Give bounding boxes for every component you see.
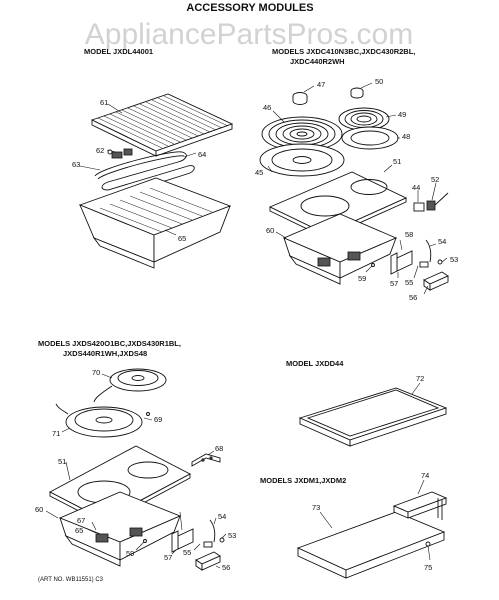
art-number: (ART NO. WB11551) C3 [38, 577, 104, 583]
callout-70: 70 [92, 368, 100, 377]
callout-56-solid: 56 [222, 563, 230, 572]
callout-65: 65 [178, 234, 186, 243]
callout-69: 69 [154, 415, 162, 424]
callout-48: 48 [402, 132, 410, 141]
callout-46: 46 [263, 103, 271, 112]
large-coil-element [261, 116, 343, 152]
griddle-plate [298, 387, 448, 447]
small-drip-pan [341, 126, 399, 150]
callout-60: 60 [266, 226, 274, 235]
callout-63: 63 [72, 160, 80, 169]
solid-caption-line-2: JXDS440R1WH,JXDS48 [63, 349, 147, 358]
callout-59: 59 [358, 274, 366, 283]
callout-55-solid: 55 [183, 548, 191, 557]
callout-59-solid: 59 [126, 549, 134, 558]
grill-pan [78, 177, 232, 269]
grill-grate [90, 93, 234, 157]
callout-55: 55 [405, 278, 413, 287]
large-solid-element [55, 403, 143, 438]
solid-element-module: MODELS JXDS420O1BC,JXDS430R1BL, JXDS440R… [35, 339, 236, 572]
cover-caption: MODELS JXDM1,JXDM2 [260, 476, 346, 485]
callout-61: 61 [100, 98, 108, 107]
coil-caption-line-2: JXDC440R2WH [290, 57, 345, 66]
cover-module: MODELS JXDM1,JXDM2 74 73 75 [260, 471, 448, 579]
solid-module-housing [58, 491, 182, 567]
callout-58: 58 [405, 230, 413, 239]
callout-68: 68 [215, 444, 223, 453]
callout-50: 50 [375, 77, 383, 86]
callout-47: 47 [317, 80, 325, 89]
callout-57-solid: 57 [164, 553, 172, 562]
callout-64: 64 [198, 150, 206, 159]
coil-caption-line-1: MODELS JXDC410N3BC,JXDC430R2BL, [272, 47, 415, 56]
grill-module: MODEL JXDL44001 [72, 47, 234, 269]
callout-60-solid: 60 [35, 505, 43, 514]
callout-73: 73 [312, 503, 320, 512]
callout-54: 54 [438, 237, 446, 246]
callout-54-solid: 54 [218, 512, 226, 521]
callout-51-solid: 51 [58, 457, 66, 466]
page-title: ACCESSORY MODULES [186, 2, 313, 14]
grill-caption: MODEL JXDL44001 [84, 47, 153, 56]
callout-71: 71 [52, 429, 60, 438]
solid-caption-line-1: MODELS JXDS420O1BC,JXDS430R1BL, [38, 339, 181, 348]
callout-51: 51 [393, 157, 401, 166]
callout-53: 53 [450, 255, 458, 264]
coil-receptacle-parts [390, 239, 449, 291]
callout-65-solid: 65 [75, 526, 83, 535]
callout-49: 49 [398, 110, 406, 119]
cover-bracket [392, 491, 448, 520]
callout-67: 67 [77, 516, 85, 525]
cover-panel [296, 511, 446, 579]
callout-62: 62 [96, 146, 104, 155]
callout-56: 56 [409, 293, 417, 302]
callout-44: 44 [412, 183, 420, 192]
watermark-text: AppliancePartsPros.com [85, 18, 413, 51]
callout-74: 74 [421, 471, 429, 480]
element-bracket [191, 453, 221, 467]
callout-52: 52 [431, 175, 439, 184]
callout-57: 57 [390, 279, 398, 288]
callout-75: 75 [424, 563, 432, 572]
solid-receptacle-parts [171, 519, 225, 571]
coil-module: MODELS JXDC410N3BC,JXDC430R2BL, JXDC440R… [255, 47, 458, 302]
large-drip-pan [259, 143, 345, 177]
small-coil-element [338, 107, 390, 131]
coil-terminal-block [413, 192, 449, 212]
griddle-caption: MODEL JXDD44 [286, 359, 344, 368]
coil-module-housing [282, 213, 398, 285]
callout-45: 45 [255, 168, 263, 177]
callout-53-solid: 53 [228, 531, 236, 540]
callout-72: 72 [416, 374, 424, 383]
small-solid-element [93, 368, 167, 403]
griddle-module: MODEL JXDD44 72 [286, 359, 448, 447]
